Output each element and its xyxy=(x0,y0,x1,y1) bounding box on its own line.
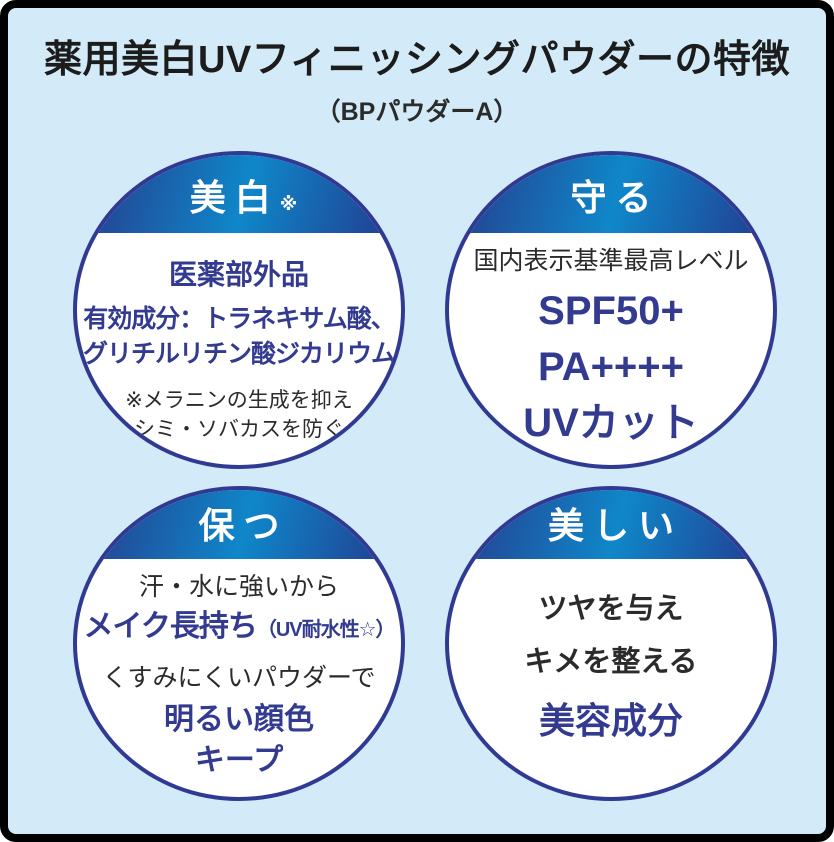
circle-body-protect: 国内表示基準最高レベル SPF50+ PA++++ UVカット xyxy=(449,233,773,465)
feature-line: ツヤを与え xyxy=(538,593,684,625)
circle-cap-keep: 保つ xyxy=(77,490,401,559)
feature-line-main: メイク長持ち xyxy=(83,609,257,643)
cap-label: 美しい xyxy=(547,505,683,546)
page-title: 薬用美白UVフィニッシングパウダーの特徴 xyxy=(43,39,791,81)
cap-label: 美白 xyxy=(189,177,280,218)
feature-line: 明るい顔色 xyxy=(164,703,314,736)
feature-circle-keep: 保つ 汗・水に強いから メイク長持ち（UV耐水性☆） くすみにくいパウダーで 明… xyxy=(73,486,405,801)
feature-line-suffix: （UV耐水性☆） xyxy=(256,618,396,641)
circle-body-whitening: 医薬部外品 有効成分：トラネキサム酸、 グリチルリチン酸ジカリウム ※メラニンの… xyxy=(77,233,401,465)
feature-line: 有効成分：トラネキサム酸、 xyxy=(83,305,396,334)
feature-circle-beautiful: 美しい ツヤを与え キメを整える 美容成分 xyxy=(445,486,777,801)
feature-line: くすみにくいパウダーで xyxy=(102,664,376,693)
circle-cap-beautiful: 美しい xyxy=(449,490,773,559)
spf-value: SPF50+ xyxy=(538,288,684,333)
circle-cap-whitening: 美白※ xyxy=(77,155,401,233)
feature-line: キメを整える xyxy=(524,646,698,679)
feature-circle-protect: 守る 国内表示基準最高レベル SPF50+ PA++++ UVカット xyxy=(445,151,777,469)
feature-circle-whitening: 美白※ 医薬部外品 有効成分：トラネキサム酸、 グリチルリチン酸ジカリウム ※メ… xyxy=(73,151,405,469)
circle-body-keep: 汗・水に強いから メイク長持ち（UV耐水性☆） くすみにくいパウダーで 明るい顔… xyxy=(77,559,401,797)
feature-line: メイク長持ち（UV耐水性☆） xyxy=(83,609,396,645)
uv-cut-label: UVカット xyxy=(523,400,699,445)
cap-label: 保つ xyxy=(198,505,289,546)
feature-line: 美容成分 xyxy=(538,699,683,741)
pa-value: PA++++ xyxy=(537,344,685,389)
feature-line: 汗・水に強いから xyxy=(138,573,339,601)
circle-cap-protect: 守る xyxy=(449,155,773,233)
circle-body-beautiful: ツヤを与え キメを整える 美容成分 xyxy=(449,559,773,797)
cap-label: 守る xyxy=(570,177,661,218)
feature-line: キープ xyxy=(194,743,284,777)
page-subtitle: （BPパウダーA） xyxy=(315,98,519,126)
feature-line: 国内表示基準最高レベル xyxy=(473,247,749,275)
footnote-line: ※メラニンの生成を抑え xyxy=(125,388,353,412)
cap-footnote-mark: ※ xyxy=(279,194,298,214)
feature-line: グリチルリチン酸ジカリウム xyxy=(82,339,396,368)
footnote-line: シミ・ソバカスを防ぐ xyxy=(134,417,344,441)
feature-line: 医薬部外品 xyxy=(168,259,309,290)
